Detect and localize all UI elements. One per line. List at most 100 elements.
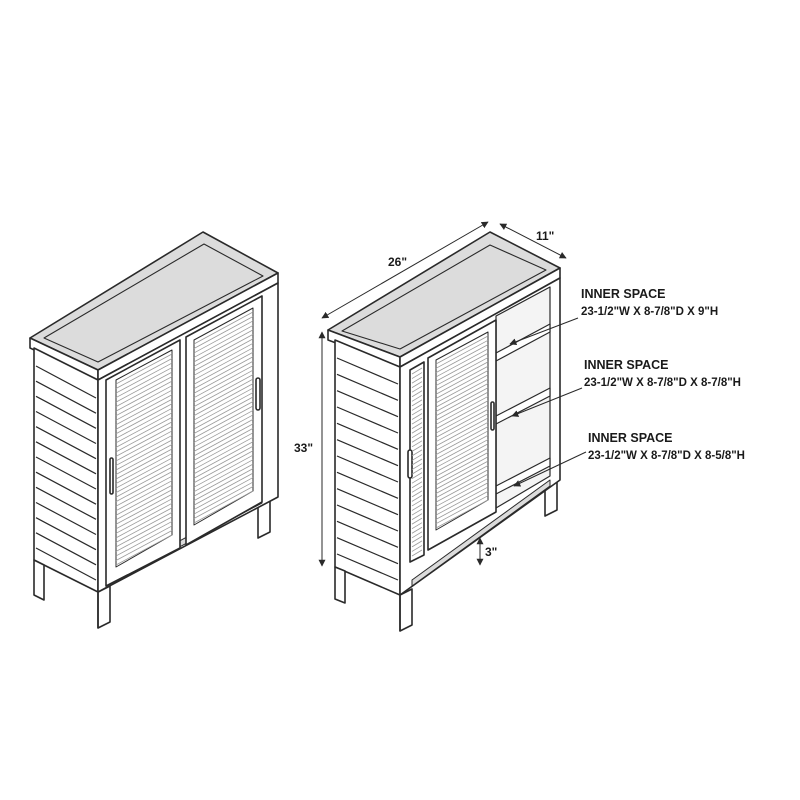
- side-slat: [336, 537, 399, 565]
- door-louver: [193, 316, 254, 349]
- door-louver: [435, 456, 489, 486]
- inner-space-1-title: INNER SPACE: [581, 287, 666, 301]
- door-louver: [411, 449, 423, 457]
- door-louver: [115, 448, 173, 480]
- door-louver: [411, 513, 423, 520]
- door-louver: [193, 383, 254, 416]
- door-louver: [411, 413, 423, 420]
- door-louver: [435, 374, 489, 404]
- door-louver: [411, 381, 423, 388]
- door-louver: [115, 466, 173, 498]
- door-louver: [193, 356, 254, 390]
- door-louver: [193, 365, 254, 399]
- door-louver: [115, 516, 173, 548]
- door-louver: [435, 417, 489, 447]
- door-louver: [193, 338, 254, 372]
- inner-space-3-value: 23-1/2"W X 8-7/8"D X 8-5/8"H: [588, 450, 745, 462]
- door-louver: [115, 475, 173, 507]
- right-door-handle-2: [490, 401, 495, 431]
- door-louver: [193, 414, 254, 448]
- door-louver: [411, 422, 423, 429]
- inner-space-3-title: INNER SPACE: [588, 431, 673, 445]
- door-louver: [193, 472, 254, 506]
- door-louver: [193, 463, 254, 497]
- door-louver: [435, 357, 489, 386]
- door-louver: [193, 378, 254, 412]
- door-louver: [411, 390, 423, 398]
- left-door-handle-2: [255, 377, 261, 411]
- door-louver: [115, 403, 173, 435]
- door-louver: [193, 410, 254, 443]
- door-louver: [193, 334, 254, 367]
- width-label: 26": [388, 255, 407, 269]
- door-louver: [193, 360, 254, 394]
- height-label: 33": [294, 441, 313, 455]
- door-louver: [411, 504, 423, 511]
- side-slat: [336, 422, 399, 450]
- side-slat: [35, 380, 97, 414]
- door-louver: [435, 421, 489, 451]
- left-door-1: [105, 339, 181, 587]
- door-louver: [435, 378, 489, 408]
- door-louver: [115, 498, 173, 530]
- door-louver: [435, 413, 489, 443]
- door-louver: [435, 391, 489, 421]
- door-louver: [411, 426, 423, 434]
- door-louver: [115, 457, 173, 489]
- door-louver: [435, 452, 489, 481]
- door-louver: [193, 342, 254, 376]
- side-slat: [336, 390, 399, 418]
- door-louver: [193, 392, 254, 425]
- door-louver: [435, 426, 489, 455]
- right-cabinet-open: [327, 231, 561, 632]
- door-louver: [411, 454, 423, 461]
- door-louver: [411, 376, 423, 384]
- door-louver: [411, 495, 423, 502]
- door-louver: [435, 447, 489, 477]
- door-louver: [193, 490, 254, 524]
- door-louver: [193, 325, 254, 358]
- side-slat: [35, 395, 97, 429]
- door-louver: [435, 365, 489, 395]
- door-louver: [115, 521, 173, 552]
- door-louver: [411, 404, 423, 411]
- door-louver: [411, 458, 423, 466]
- side-slat: [35, 365, 97, 399]
- door-louver: [115, 462, 173, 493]
- side-slat: [35, 456, 97, 490]
- door-louver: [435, 495, 489, 525]
- dimension-lines: [318, 221, 587, 567]
- side-slat: [35, 426, 97, 460]
- door-louver: [435, 460, 489, 490]
- door-louver: [193, 423, 254, 457]
- inner-space-2-title: INNER SPACE: [584, 358, 669, 372]
- door-louver: [411, 526, 423, 534]
- door-louver: [193, 459, 254, 493]
- inner-space-pointer-2: [511, 387, 583, 417]
- side-slat: [336, 455, 399, 483]
- door-louver: [115, 489, 173, 521]
- side-slat: [35, 471, 97, 505]
- door-louver: [435, 352, 489, 382]
- door-louver: [411, 385, 423, 393]
- door-louver: [435, 400, 489, 430]
- door-louver: [193, 374, 254, 408]
- door-louver: [411, 545, 423, 552]
- door-louver: [115, 353, 173, 385]
- door-louver: [435, 409, 489, 438]
- door-louver: [193, 347, 254, 381]
- left-cabinet-closed: [29, 231, 279, 629]
- side-slat: [35, 532, 97, 566]
- door-louver: [411, 536, 423, 543]
- door-louver: [193, 427, 254, 461]
- door-louver: [435, 469, 489, 499]
- door-louver: [193, 387, 254, 421]
- side-slat: [35, 517, 97, 551]
- door-louver: [115, 512, 173, 543]
- door-louver: [115, 362, 173, 394]
- door-louver: [115, 453, 173, 484]
- door-louver: [411, 549, 423, 557]
- door-louver: [115, 530, 173, 561]
- door-louver: [115, 412, 173, 444]
